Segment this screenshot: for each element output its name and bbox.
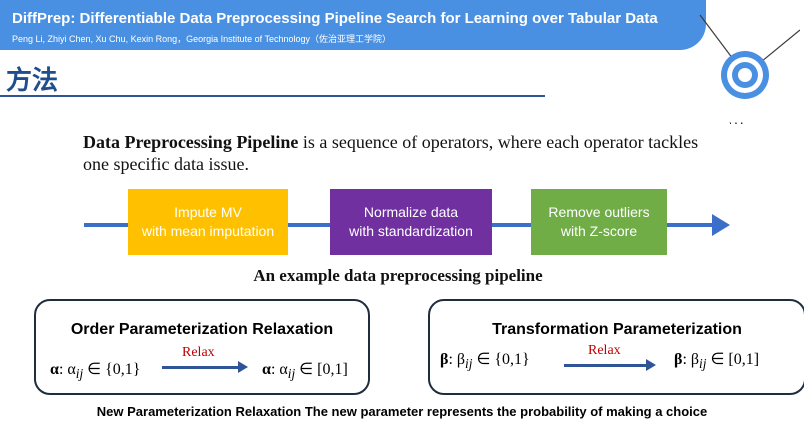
formula-after: α: αij ∈ [0,1] [262, 359, 348, 382]
formula-sub: ij [699, 356, 707, 372]
formula-after: β: βij ∈ [0,1] [674, 349, 759, 372]
order-relaxation-box: Order Parameterization Relaxation α: αij… [34, 299, 370, 395]
operator-impute: Impute MV with mean imputation [128, 189, 288, 255]
relax-arrow [162, 366, 240, 369]
pipeline-caption: An example data preprocessing pipeline [253, 266, 543, 285]
formula-before: α: αij ∈ {0,1} [50, 359, 140, 382]
formula-set: ∈ [0,1] [706, 351, 760, 368]
operator-line2: with standardization [349, 223, 473, 239]
greek-symbol: β [674, 351, 683, 368]
box-title: Order Parameterization Relaxation [70, 321, 334, 338]
formula-text: : β [682, 351, 700, 368]
operator-line1: Remove outliers [548, 204, 650, 220]
paper-authors: Peng Li, Zhiyi Chen, Xu Chu, Kexin Rong，… [12, 34, 392, 44]
operator-line2: with Z-score [560, 223, 638, 239]
formula-before: β: βij ∈ {0,1} [440, 349, 530, 372]
formula-sub: ij [75, 366, 84, 382]
more-indicator: ··· [728, 114, 745, 130]
formula-text: : α [270, 361, 288, 378]
pipeline-intro: Data Preprocessing Pipeline is a sequenc… [83, 131, 723, 175]
section-divider [0, 95, 545, 97]
greek-symbol: α [262, 361, 271, 378]
operator-remove-outliers: Remove outliers with Z-score [531, 189, 667, 255]
relax-label: Relax [182, 345, 215, 360]
operator-line1: Normalize data [363, 204, 459, 220]
greek-symbol: α [50, 361, 59, 378]
formula-text: : α [58, 361, 76, 378]
relax-label: Relax [588, 343, 621, 358]
formula-set: ∈ {0,1} [472, 351, 530, 368]
box-title: Transformation Parameterization [492, 321, 742, 338]
formula-set: ∈ {0,1} [83, 361, 141, 378]
relax-arrow-head-icon [646, 359, 656, 371]
paper-title: DiffPrep: Differentiable Data Preprocess… [12, 10, 658, 27]
formula-sub: ij [465, 356, 473, 372]
pipeline-arrow-head-icon [712, 214, 730, 236]
operator-line2: with mean imputation [141, 223, 275, 239]
transformation-relaxation-box: Transformation Parameterization β: βij ∈… [428, 299, 804, 395]
formula-set: ∈ [0,1] [295, 361, 348, 378]
relax-arrow-head-icon [238, 361, 248, 373]
intro-rest: is a sequence of operators, where each o… [83, 132, 699, 174]
header-banner: DiffPrep: Differentiable Data Preprocess… [0, 0, 706, 50]
section-title: 方法 [6, 66, 59, 96]
operator-normalize: Normalize data with standardization [330, 189, 492, 255]
operator-line1: Impute MV [174, 204, 242, 220]
intro-bold: Data Preprocessing Pipeline [83, 132, 299, 152]
formula-sub: ij [287, 366, 296, 382]
formula-text: : β [448, 351, 466, 368]
relax-arrow [564, 364, 648, 367]
target-decoration-icon [699, 14, 800, 99]
footer-note: New Parameterization Relaxation The new … [96, 404, 708, 419]
greek-symbol: β [440, 351, 449, 368]
